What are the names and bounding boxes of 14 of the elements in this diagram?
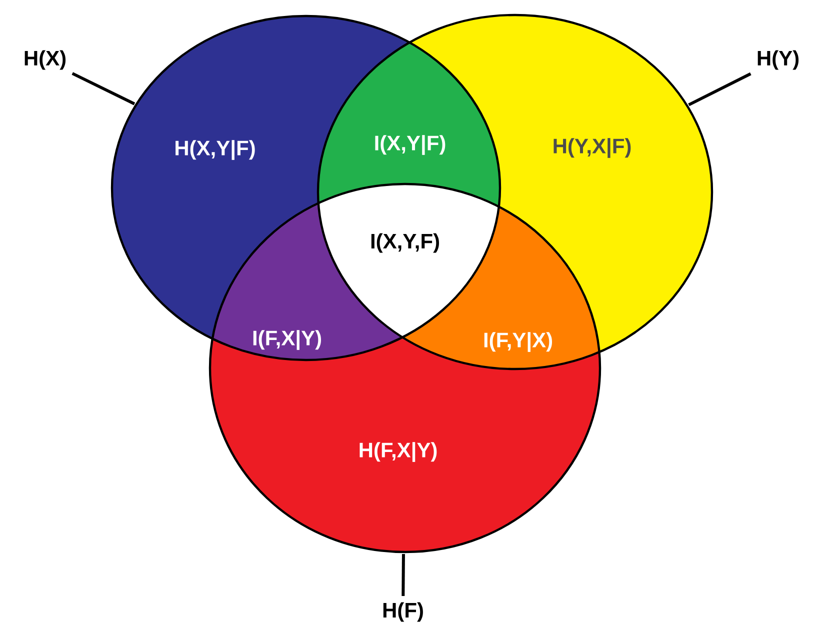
region-label: I(F,Y|X)	[484, 332, 552, 352]
region-label: I(X,Y,F)	[371, 233, 439, 253]
leader-line	[402, 554, 405, 596]
set-label: H(Y)	[758, 50, 799, 70]
region-label: I(F,X|Y)	[253, 330, 321, 350]
set-label: H(X)	[24, 50, 66, 70]
leader-line	[688, 72, 752, 106]
set-circle	[208, 182, 602, 554]
region-label: H(Y,X|F)	[554, 138, 631, 158]
region-label: H(F,X|Y)	[360, 442, 437, 462]
set-label: H(F)	[383, 602, 423, 622]
region-label: I(X,Y|F)	[375, 135, 446, 155]
leader-line	[72, 72, 136, 106]
region-label: H(X,Y|F)	[176, 140, 255, 160]
